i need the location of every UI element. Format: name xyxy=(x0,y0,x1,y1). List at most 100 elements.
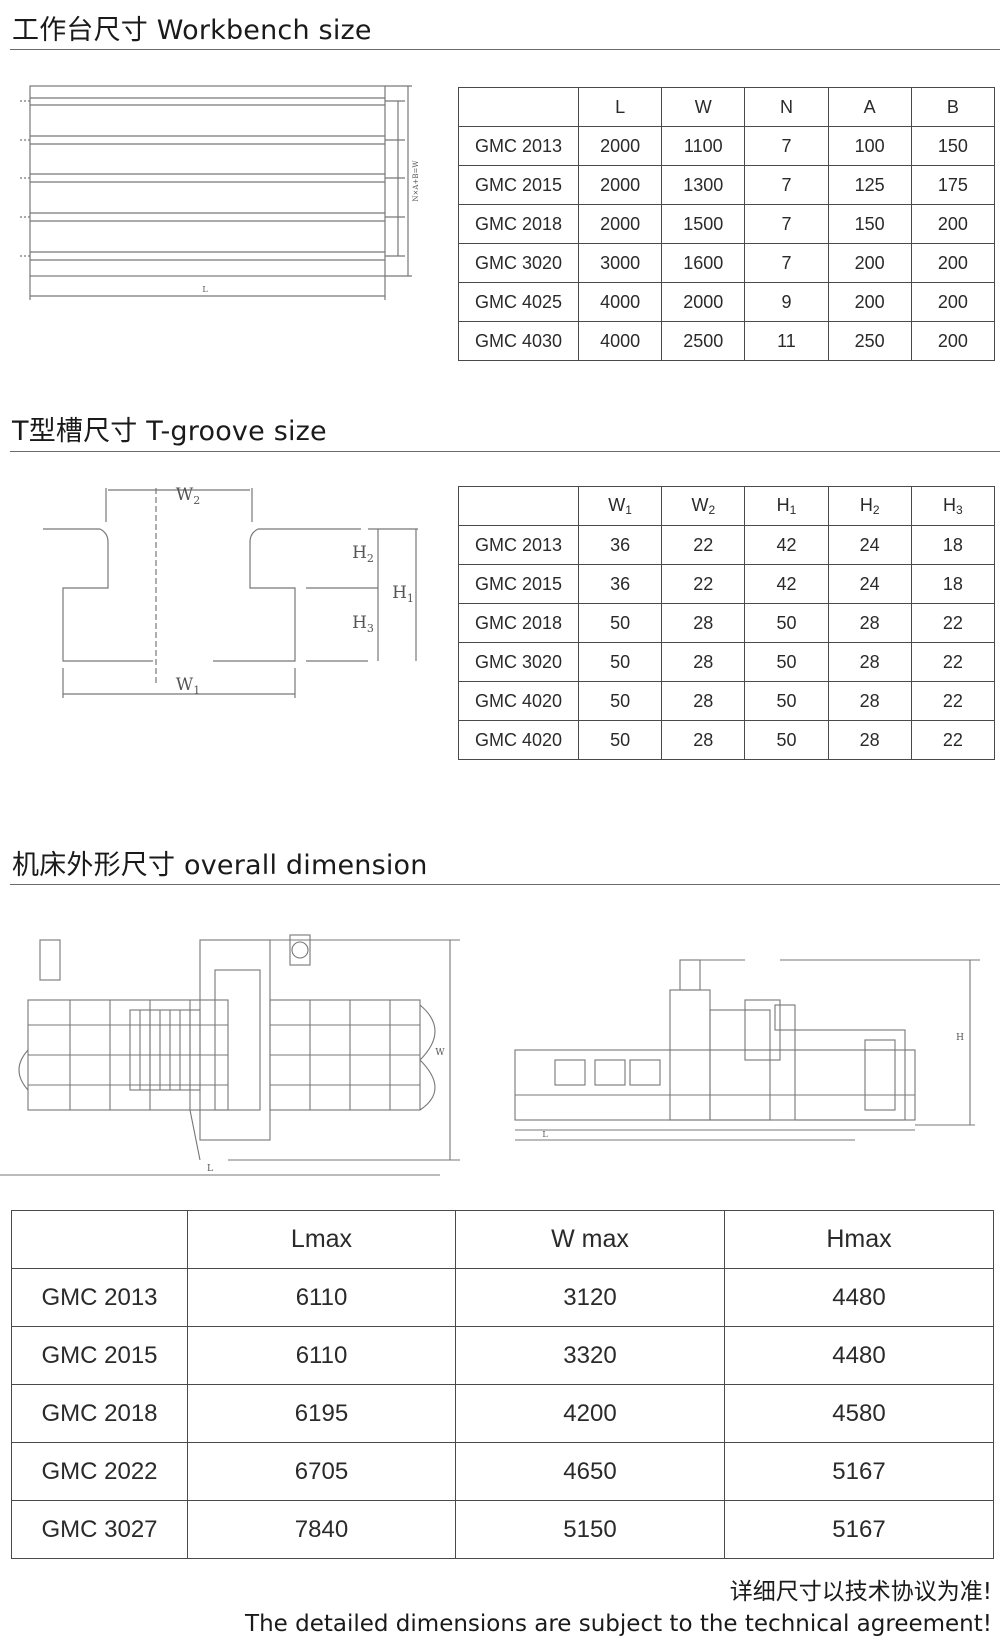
table-cell: 5167 xyxy=(724,1500,994,1559)
table-cell: 24 xyxy=(827,564,912,604)
model-cell: GMC 2013 xyxy=(458,126,579,166)
table-row: GMC 2018 2000 1500 7 150 200 xyxy=(458,204,996,244)
table-cell: 4000 xyxy=(577,321,663,361)
overall-side-view-drawing: H L xyxy=(514,959,980,1141)
table-cell: 50 xyxy=(577,681,663,721)
table-cell: 2000 xyxy=(577,165,663,205)
table-cell: 6705 xyxy=(187,1442,456,1501)
table-cell: 36 xyxy=(577,564,663,604)
overall-top-w-label: W xyxy=(435,1048,445,1058)
table-row: GMC 2018 50 28 50 28 22 xyxy=(458,603,996,643)
overall-header-cell: Lmax xyxy=(187,1210,456,1269)
workbench-width-label: N×A+B=W xyxy=(412,160,420,202)
workbench-header-row: L W N A B xyxy=(458,87,996,127)
tgroove-header-cell: W2 xyxy=(661,486,746,526)
model-cell: GMC 2018 xyxy=(458,204,579,244)
table-row: GMC 3020 50 28 50 28 22 xyxy=(458,642,996,682)
table-row: GMC 2015 6110 3320 4480 xyxy=(11,1326,994,1385)
table-cell: 22 xyxy=(910,603,996,643)
workbench-header-cell: A xyxy=(827,87,912,127)
table-cell: 36 xyxy=(577,525,663,565)
overall-top-l-label: L xyxy=(207,1164,213,1174)
table-cell: 1100 xyxy=(661,126,746,166)
table-row: GMC 2013 2000 1100 7 100 150 xyxy=(458,126,996,166)
model-cell: GMC 3027 xyxy=(11,1500,188,1559)
table-cell: 22 xyxy=(661,564,746,604)
table-cell: 18 xyxy=(910,525,996,565)
table-cell: 2500 xyxy=(661,321,746,361)
workbench-length-label: L xyxy=(202,285,208,294)
table-cell: 22 xyxy=(910,681,996,721)
table-row: GMC 2022 6705 4650 5167 xyxy=(11,1442,994,1501)
table-cell: 3320 xyxy=(455,1326,725,1385)
model-cell: GMC 2015 xyxy=(458,165,579,205)
model-cell: GMC 2018 xyxy=(11,1384,188,1443)
model-cell: GMC 2015 xyxy=(11,1326,188,1385)
table-row: GMC 4020 50 28 50 28 22 xyxy=(458,720,996,760)
workbench-header-cell: L xyxy=(577,87,663,127)
table-cell: 2000 xyxy=(577,204,663,244)
table-cell: 150 xyxy=(827,204,912,244)
tgroove-h1-label: H1 xyxy=(392,583,414,605)
table-cell: 9 xyxy=(744,282,829,322)
model-cell: GMC 3020 xyxy=(458,243,579,283)
overall-side-h-label: H xyxy=(956,1033,964,1043)
table-cell: 1300 xyxy=(661,165,746,205)
overall-header-cell xyxy=(11,1210,188,1269)
footer-note-en: The detailed dimensions are subject to t… xyxy=(245,1611,992,1637)
table-cell: 22 xyxy=(661,525,746,565)
tgroove-header-row: W1 W2 H1 H2 H3 xyxy=(458,486,996,526)
table-cell: 175 xyxy=(910,165,996,205)
table-row: GMC 2015 2000 1300 7 125 175 xyxy=(458,165,996,205)
table-cell: 11 xyxy=(744,321,829,361)
tgroove-header-cell xyxy=(458,486,579,526)
table-cell: 100 xyxy=(827,126,912,166)
workbench-header-cell: N xyxy=(744,87,829,127)
tgroove-w2-label: W2 xyxy=(176,485,200,507)
table-cell: 50 xyxy=(577,642,663,682)
table-cell: 6110 xyxy=(187,1326,456,1385)
model-cell: GMC 3020 xyxy=(458,642,579,682)
workbench-table: L W N A B GMC 2013 2000 1100 7 100 150 G… xyxy=(458,87,996,361)
table-cell: 4480 xyxy=(724,1326,994,1385)
workbench-section-rule xyxy=(10,49,1000,50)
table-cell: 28 xyxy=(661,681,746,721)
tgroove-section-title: T型槽尺寸 T-groove size xyxy=(12,416,327,447)
table-cell: 7 xyxy=(744,204,829,244)
model-cell: GMC 2015 xyxy=(458,564,579,604)
model-cell: GMC 2013 xyxy=(458,525,579,565)
model-cell: GMC 4030 xyxy=(458,321,579,361)
table-cell: 3120 xyxy=(455,1268,725,1327)
table-row: GMC 3020 3000 1600 7 200 200 xyxy=(458,243,996,283)
table-row: GMC 2015 36 22 42 24 18 xyxy=(458,564,996,604)
workbench-header-cell xyxy=(458,87,579,127)
table-cell: 22 xyxy=(910,642,996,682)
table-row: GMC 4020 50 28 50 28 22 xyxy=(458,681,996,721)
tgroove-header-cell: H3 xyxy=(910,486,996,526)
table-cell: 28 xyxy=(827,720,912,760)
table-cell: 250 xyxy=(827,321,912,361)
model-cell: GMC 4020 xyxy=(458,720,579,760)
tgroove-table: W1 W2 H1 H2 H3 GMC 2013 36 22 42 24 18 G… xyxy=(458,486,996,760)
table-cell: 6195 xyxy=(187,1384,456,1443)
table-cell: 200 xyxy=(910,204,996,244)
table-cell: 28 xyxy=(661,603,746,643)
table-cell: 42 xyxy=(744,564,829,604)
model-cell: GMC 2018 xyxy=(458,603,579,643)
tgroove-w1-label: W1 xyxy=(176,675,200,697)
table-cell: 42 xyxy=(744,525,829,565)
tgroove-header-cell: H2 xyxy=(827,486,912,526)
footer-note-cn: 详细尺寸以技术协议为准! xyxy=(729,1579,992,1605)
table-cell: 4480 xyxy=(724,1268,994,1327)
table-row: GMC 2013 6110 3120 4480 xyxy=(11,1268,994,1327)
tgroove-h3-label: H3 xyxy=(352,613,374,635)
table-cell: 200 xyxy=(827,243,912,283)
table-cell: 50 xyxy=(744,681,829,721)
table-cell: 200 xyxy=(910,321,996,361)
model-cell: GMC 4025 xyxy=(458,282,579,322)
overall-top-view-drawing: W L xyxy=(0,934,460,1176)
table-cell: 28 xyxy=(827,603,912,643)
table-cell: 7 xyxy=(744,126,829,166)
model-cell: GMC 4020 xyxy=(458,681,579,721)
table-row: GMC 4025 4000 2000 9 200 200 xyxy=(458,282,996,322)
